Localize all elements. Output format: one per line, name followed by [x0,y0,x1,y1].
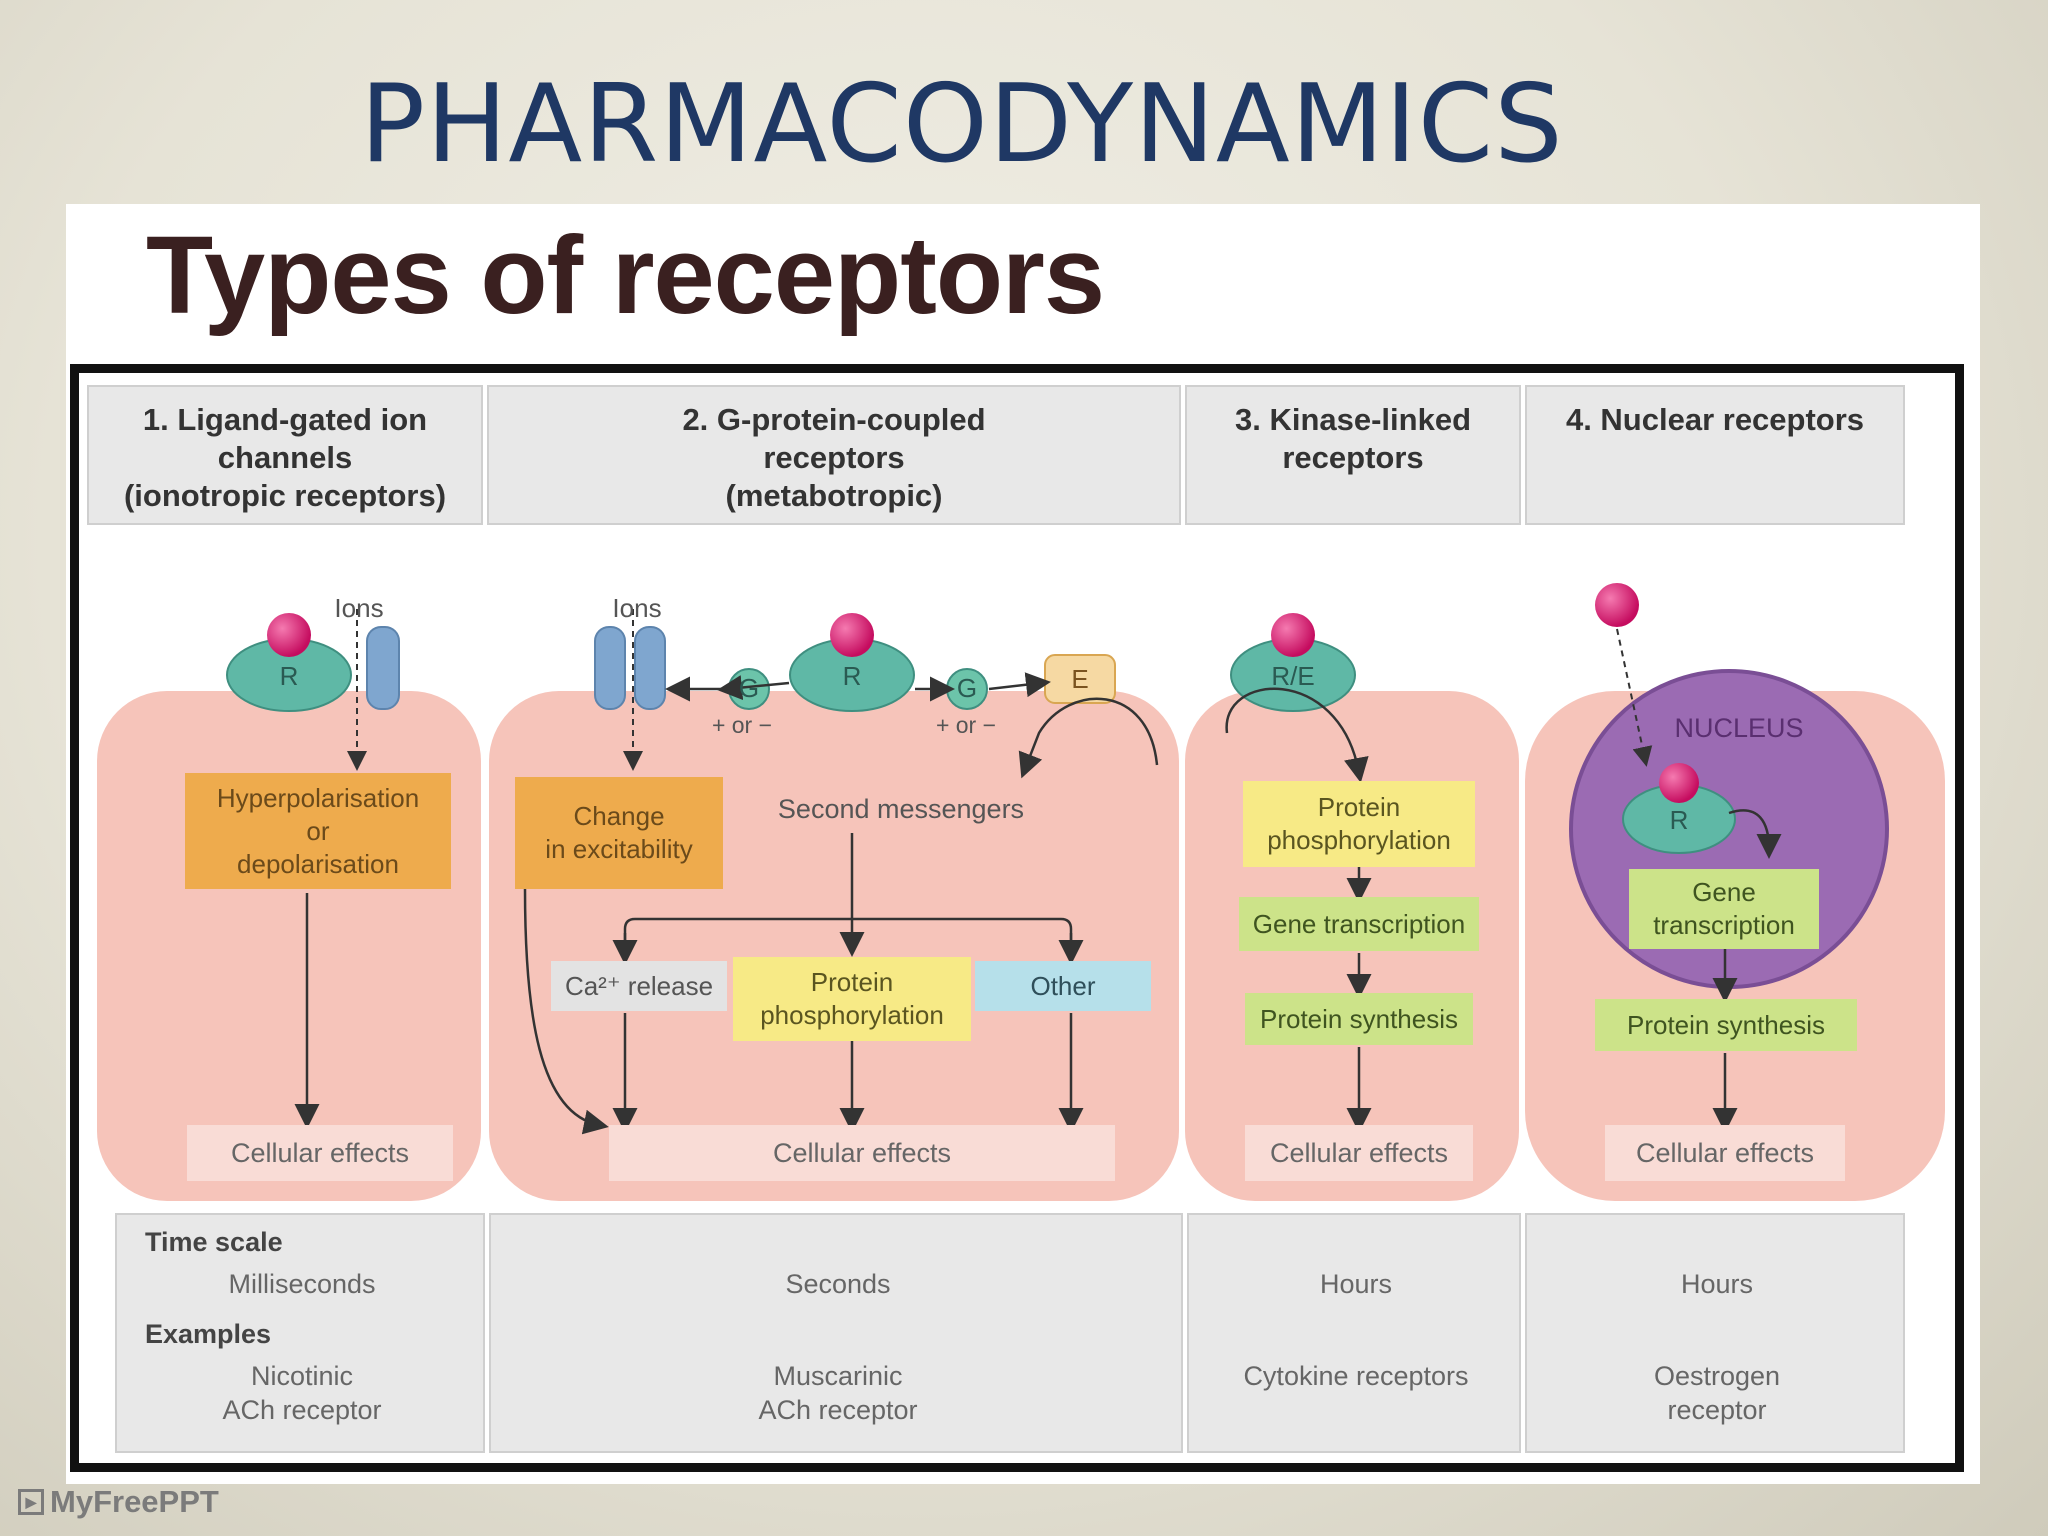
example-value: Nicotinic ACh receptor [222,1361,382,1425]
ion-channel-icon [634,626,666,710]
other-box: Other [975,961,1151,1011]
ligand-icon [1659,763,1699,803]
protein-phosphorylation-box: Protein phosphorylation [733,957,971,1041]
time-scale-value: Hours [1680,1269,1754,1299]
g-protein-label: G [956,672,978,703]
protein-phosphorylation-box: Protein phosphorylation [1243,781,1475,867]
footer-cell-kinase-linked: Hours Cytokine receptors [1187,1213,1521,1453]
ion-channel-icon [366,626,400,710]
cellular-effects-box: Cellular effects [609,1125,1115,1181]
cellular-effects-box: Cellular effects [187,1125,453,1181]
protein-synthesis-box: Protein synthesis [1595,999,1857,1051]
column-header-ligand-gated: 1. Ligand-gated ion channels (ionotropic… [87,385,483,525]
receptor-label: R [1669,804,1689,835]
gene-transcription-box: Gene transcription [1629,869,1819,949]
cellular-effects-box: Cellular effects [1245,1125,1473,1181]
ions-label: Ions [334,592,384,623]
cellular-effects-box: Cellular effects [1605,1125,1845,1181]
footer-cell-nuclear: Hours Oestrogen receptor [1525,1213,1905,1453]
receptor-label: R [842,660,862,691]
excitability-box: Change in excitability [515,777,723,889]
gene-transcription-box: Gene transcription [1239,897,1479,951]
play-icon: ▶ [18,1489,44,1515]
figure-title: Types of receptors [146,214,1105,337]
ligand-icon [267,613,311,657]
effector-label: E [1071,663,1089,694]
time-scale-value: Seconds [785,1269,891,1299]
example-value: Oestrogen receptor [1653,1361,1781,1425]
slide-title: PHARMACODYNAMICS [360,62,1564,187]
diagram-frame: 1. Ligand-gated ion channels (ionotropic… [70,364,1964,1472]
modulation-sign: + or − [711,711,773,738]
nucleus-label: NUCLEUS [1674,712,1804,743]
ion-channel-icon [594,626,626,710]
ligand-icon [1595,583,1639,627]
calcium-release-box: Ca²⁺ release [551,961,727,1011]
column-header-gpcr: 2. G-protein-coupled receptors (metabotr… [487,385,1181,525]
example-value: Cytokine receptors [1243,1361,1469,1391]
modulation-sign: + or − [935,711,997,738]
receptor-label: R [279,660,299,691]
ligand-icon [1271,613,1315,657]
receptor-enzyme-label: R/E [1271,660,1315,691]
hyperpolarisation-box: Hyperpolarisation or depolarisation [185,773,451,889]
ligand-icon [830,613,874,657]
second-messengers-label: Second messengers [777,793,1025,824]
time-scale-value: Hours [1319,1269,1393,1299]
footer-cell-ligand-gated: Time scale Milliseconds Examples Nicotin… [115,1213,485,1453]
ions-label: Ions [612,592,662,623]
example-value: Muscarinic ACh receptor [758,1361,918,1425]
watermark-text: MyFreePPT [50,1484,219,1519]
watermark: ▶ MyFreePPT [18,1484,219,1520]
time-scale-label: Time scale [145,1227,283,1257]
examples-label: Examples [145,1319,272,1349]
protein-synthesis-box: Protein synthesis [1245,993,1473,1045]
receptor-types-figure: Types of receptors 1. Ligand-gated ion c… [66,204,1980,1484]
column-header-kinase-linked: 3. Kinase-linked receptors [1185,385,1521,525]
time-scale-value: Milliseconds [228,1269,376,1299]
footer-cell-gpcr: Seconds Muscarinic ACh receptor [489,1213,1183,1453]
column-header-nuclear: 4. Nuclear receptors [1525,385,1905,525]
g-protein-label: G [738,672,760,703]
